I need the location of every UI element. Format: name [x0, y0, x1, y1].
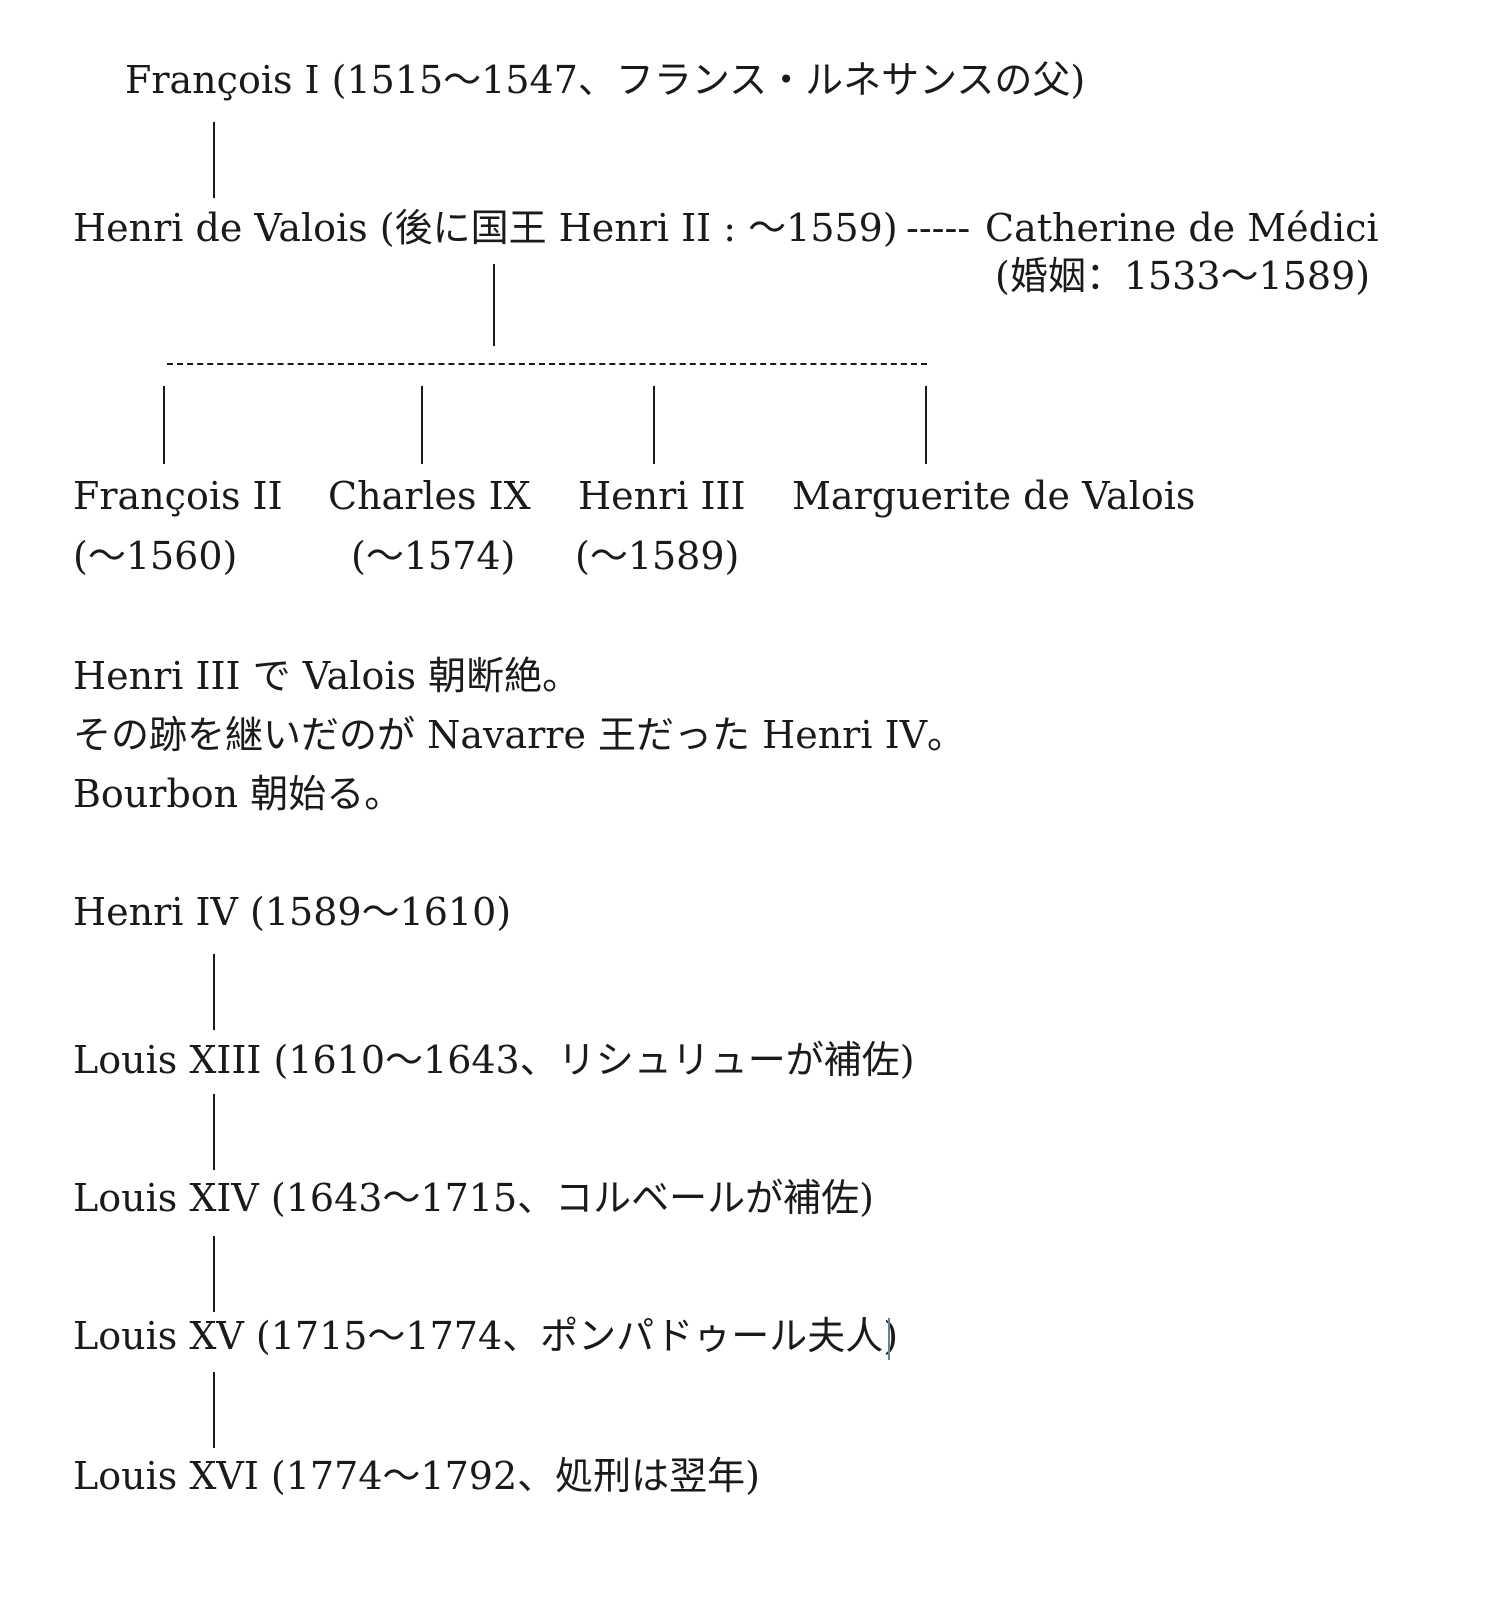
connector-line — [213, 1372, 215, 1448]
note-line: Henri III で Valois 朝断絶。 — [73, 654, 581, 698]
child-name: Marguerite de Valois — [792, 474, 1196, 518]
child-name: Henri III — [578, 474, 746, 518]
bourbon-king: Henri IV (1589〜1610) — [73, 890, 512, 934]
bourbon-king: Louis XVI (1774〜1792、処刑は翌年) — [73, 1454, 760, 1498]
bourbon-king: Louis XIII (1610〜1643、リシュリューが補佐) — [73, 1038, 915, 1082]
child-years: (〜1560) — [73, 534, 238, 578]
marriage-years: (婚姻：1533〜1589) — [995, 254, 1371, 298]
connector-line — [213, 954, 215, 1030]
text-cursor — [888, 1318, 890, 1360]
note-line: Bourbon 朝始る。 — [73, 772, 403, 816]
catherine-label: Catherine de Médici — [985, 206, 1379, 250]
connector-line — [421, 386, 423, 464]
bourbon-king: Louis XIV (1643〜1715、コルベールが補佐) — [73, 1176, 874, 1220]
child-name: François II — [73, 474, 283, 518]
marriage-link: ----- — [906, 206, 971, 250]
children-branch-line — [167, 363, 927, 365]
connector-line — [213, 1094, 215, 1170]
connector-line — [653, 386, 655, 464]
bourbon-king: Louis XV (1715〜1774、ポンパドゥール夫人) — [73, 1314, 899, 1358]
note-line: その跡を継いだのが Navarre 王だった Henri IV。 — [73, 713, 966, 757]
connector-line — [213, 122, 215, 198]
child-years: (〜1574) — [351, 534, 516, 578]
francois-i-label: François I (1515〜1547、フランス・ルネサンスの父) — [125, 58, 1086, 102]
connector-line — [163, 386, 165, 464]
connector-line — [213, 1236, 215, 1312]
connector-line — [493, 264, 495, 346]
henri-ii-label: Henri de Valois (後に国王 Henri II : 〜1559) — [73, 206, 898, 250]
child-years: (〜1589) — [575, 534, 740, 578]
child-name: Charles IX — [328, 474, 531, 518]
connector-line — [925, 386, 927, 464]
